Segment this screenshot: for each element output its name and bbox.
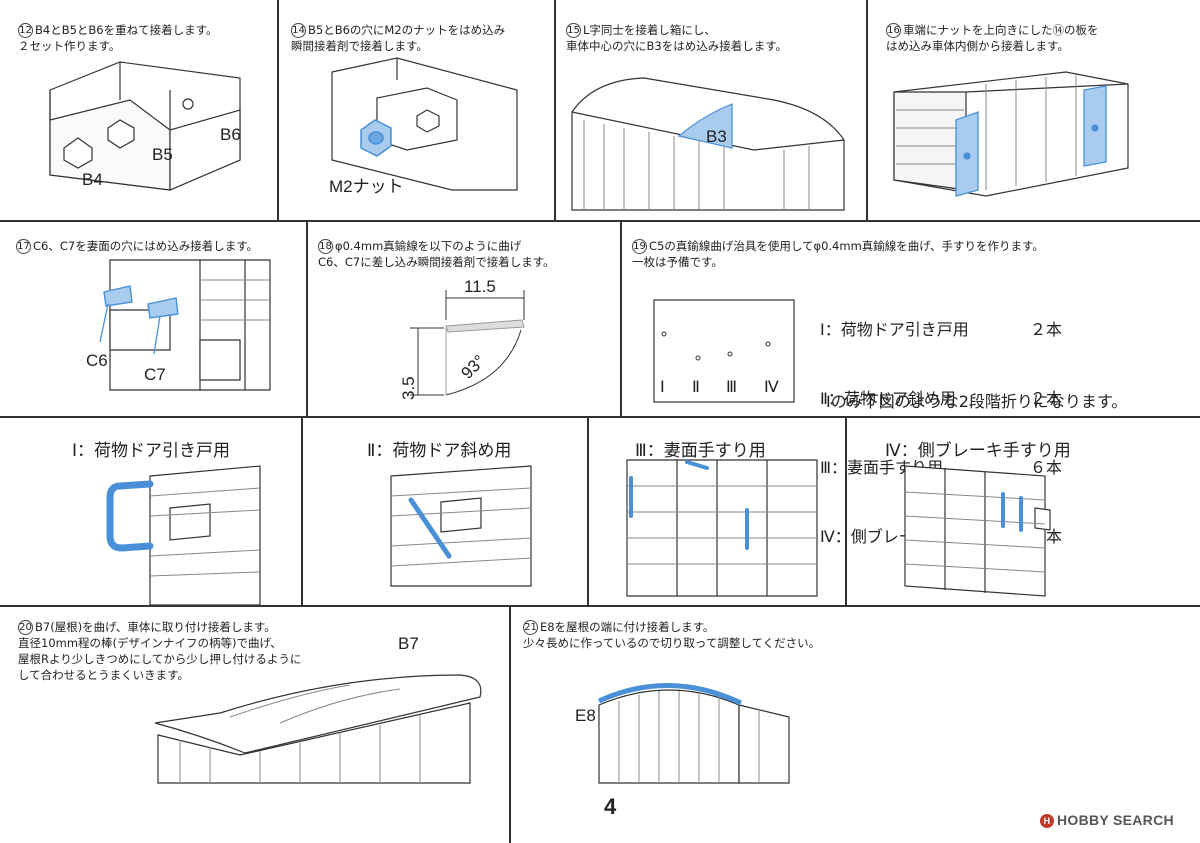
jig-mark-1: Ⅰ <box>660 379 665 396</box>
part-label-b4: B6 <box>220 125 241 144</box>
part-label-b5: B5 <box>152 145 173 164</box>
rail-1-title: Ⅰ：荷物ドア引き戸用 <box>72 441 231 461</box>
part-label-b7: B7 <box>398 634 419 653</box>
rail-1-illustration <box>106 465 261 605</box>
divider <box>306 220 308 416</box>
rail-2-illustration <box>390 465 532 587</box>
step-number: 17 <box>16 239 31 254</box>
part-label-b6: B4 <box>82 170 103 189</box>
part-label-e8: E8 <box>575 706 596 725</box>
divider <box>509 605 511 843</box>
divider <box>0 416 1200 418</box>
rail-2-panel: Ⅱ：荷物ドア斜め用 <box>301 416 587 605</box>
dim-width: 11.5 <box>464 277 496 296</box>
divider <box>0 220 1200 222</box>
step-17-illustration: C6 C7 <box>86 259 271 391</box>
dim-angle: 93° <box>457 351 489 383</box>
step-12-illustration: B6 B5 B4 <box>49 61 241 191</box>
divider <box>554 0 556 220</box>
step-16-illustration <box>893 71 1129 197</box>
rail-1-panel: Ⅰ：荷物ドア引き戸用 <box>0 416 301 605</box>
divider <box>845 416 847 605</box>
step-20-illustration: B7 <box>154 634 482 784</box>
jig-mark-2: Ⅱ <box>692 379 700 396</box>
divider <box>0 605 1200 607</box>
rail-3-illustration <box>626 459 818 597</box>
divider <box>866 0 868 220</box>
part-label-c6: C6 <box>86 351 108 370</box>
rail-note: Ⅰのみ下図のような2段階折りになります。 <box>826 392 1128 411</box>
step-number: 19 <box>632 239 647 254</box>
rail-2-title: Ⅱ：荷物ドア斜め用 <box>367 441 512 461</box>
jig-mark-3: Ⅲ <box>726 379 737 396</box>
rail-3-panel: Ⅲ：妻面手すり用 <box>587 416 845 605</box>
dim-height: 3.5 <box>399 376 418 400</box>
step-14-illustration: M2ナット <box>329 57 518 196</box>
divider <box>620 220 622 416</box>
step-18-dimension-diagram: 11.5 3.5 93° <box>399 277 525 400</box>
divider <box>277 0 279 220</box>
part-label-c7: C7 <box>144 365 166 384</box>
divider <box>301 416 303 605</box>
logo-icon: H <box>1040 814 1054 828</box>
step-19-jig-illustration: Ⅰ Ⅱ Ⅲ Ⅳ <box>653 299 795 403</box>
rail-4-illustration <box>904 465 1051 597</box>
jig-mark-4: Ⅳ <box>764 379 779 396</box>
rail-3-title: Ⅲ：妻面手すり用 <box>635 441 766 461</box>
divider <box>587 416 589 605</box>
step-21-illustration: E8 <box>575 683 790 784</box>
step-15-illustration: B3 <box>571 77 845 211</box>
rail-4-panel: Ⅳ：側ブレーキ手すり用 <box>845 416 1200 605</box>
part-label-b3: B3 <box>706 127 727 146</box>
rail-4-title: Ⅳ：側ブレーキ手すり用 <box>885 441 1071 461</box>
part-label-m2-nut: M2ナット <box>329 177 404 196</box>
page-number: 4 <box>604 794 617 819</box>
